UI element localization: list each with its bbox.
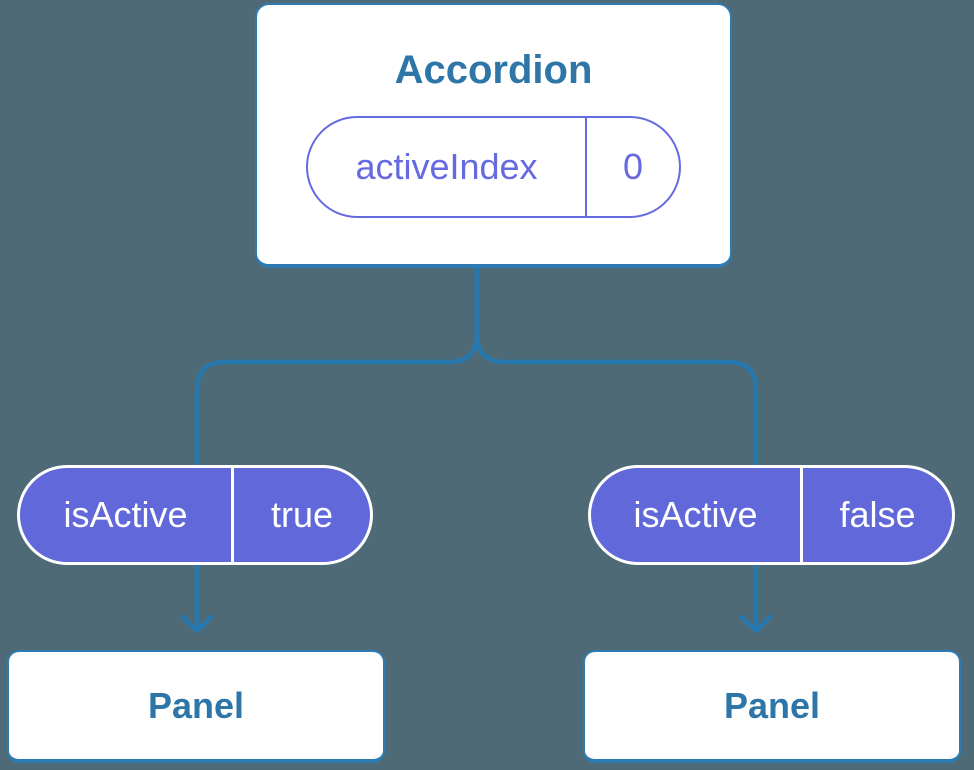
state-name: activeIndex — [355, 146, 538, 187]
prop-name: isActive — [633, 494, 758, 535]
state-value: 0 — [622, 146, 644, 187]
component-title: Accordion — [394, 48, 593, 92]
accordion-component-card: Accordion activeIndex 0 — [255, 3, 732, 268]
prop-pill-divider — [800, 468, 803, 562]
prop-pill-divider — [231, 468, 234, 562]
panel-card-left: Panel — [7, 650, 385, 763]
connector-right-branch — [474, 266, 759, 629]
arrow-down-icon — [180, 614, 214, 634]
panel-card-right: Panel — [583, 650, 961, 763]
connector-left-branch — [194, 266, 480, 629]
arrow-down-icon — [739, 614, 773, 634]
state-pill-divider — [585, 118, 587, 216]
prop-name: isActive — [63, 494, 188, 535]
panel-title: Panel — [723, 684, 821, 726]
prop-value: true — [270, 494, 334, 535]
panel-title: Panel — [147, 684, 245, 726]
prop-pill-right: isActive false — [588, 465, 955, 565]
prop-value: false — [839, 494, 916, 535]
state-pill: activeIndex 0 — [306, 116, 681, 218]
prop-pill-left: isActive true — [17, 465, 373, 565]
